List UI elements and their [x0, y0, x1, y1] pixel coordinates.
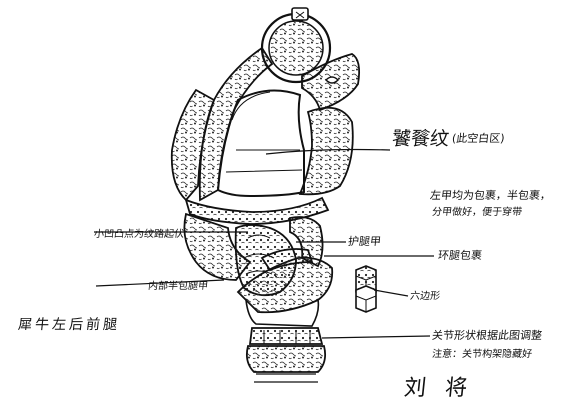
hexagon-prism-sketch	[355, 265, 377, 313]
joint-note-line2: 注意：关节构架隐藏好	[431, 349, 533, 360]
inner-armor-label: 内部半包腿甲	[147, 281, 209, 292]
taotie-note: (此空白区)	[451, 132, 506, 145]
lower-leg-armor	[236, 248, 334, 383]
leader-lines	[94, 148, 434, 339]
armor-note-line1: 左甲均为包裹，半包裹，	[429, 189, 552, 202]
armor-note-line2: 分甲做好，便于穿带	[431, 207, 523, 218]
small-bumps-label: 小凹凸点为纹路起伏	[93, 229, 185, 240]
shoulder-medallion	[260, 7, 332, 84]
taotie-label: 饕餮纹	[390, 128, 451, 150]
joint-note-line1: 关节形状根据此图调整	[431, 329, 543, 342]
leg-armor-label: 护腿甲	[347, 235, 382, 248]
ring-wrap-label: 环腿包裹	[437, 249, 483, 262]
hexagon-label: 六边形	[409, 291, 441, 302]
drawing-title: 犀牛左后前腿	[17, 317, 121, 333]
signature: 刘 将	[402, 376, 475, 401]
upper-armor-shell	[170, 46, 361, 225]
